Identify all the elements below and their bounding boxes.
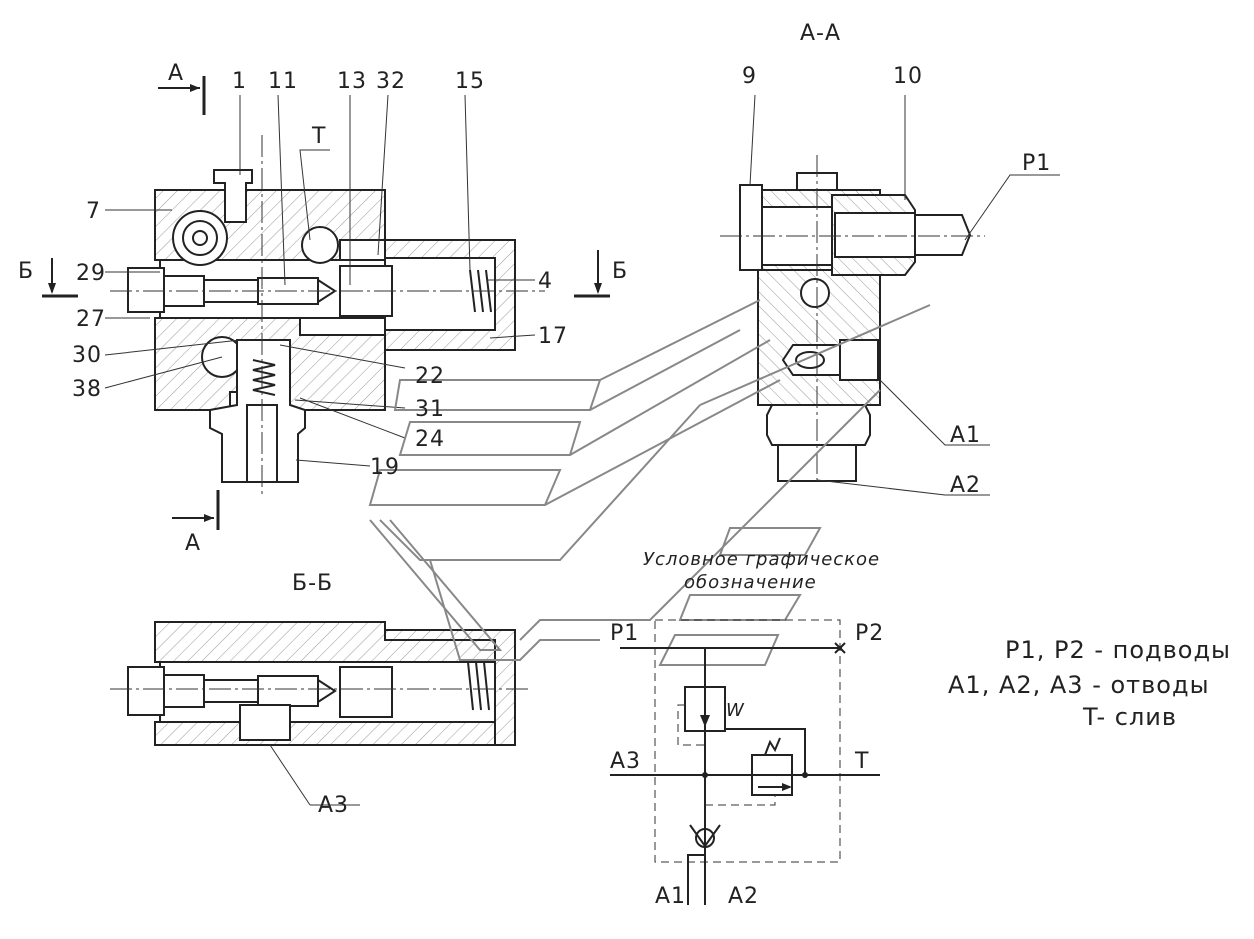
schematic-p2: P2 bbox=[855, 621, 884, 646]
schematic-a3: A3 bbox=[610, 749, 641, 774]
schematic-a2: A2 bbox=[728, 884, 759, 909]
label-t: T bbox=[311, 124, 326, 149]
label-22: 22 bbox=[415, 364, 445, 389]
label-30: 30 bbox=[72, 343, 102, 368]
schematic-caption-2: обозначение bbox=[684, 572, 817, 593]
label-32: 32 bbox=[376, 69, 406, 94]
legend-line-2: A1, A2, A3 - отводы bbox=[948, 671, 1210, 699]
drain-port-t bbox=[301, 226, 339, 264]
cut-b-right: Б bbox=[612, 259, 628, 284]
legend-line-3: T- слив bbox=[1082, 703, 1177, 731]
label-13: 13 bbox=[337, 69, 367, 94]
cut-b-left: Б bbox=[18, 259, 34, 284]
label-31: 31 bbox=[415, 397, 445, 422]
section-title-a-a: А-А bbox=[800, 21, 841, 46]
schematic-caption-1: Условное графическое bbox=[643, 549, 880, 570]
label-19: 19 bbox=[370, 455, 400, 480]
label-11: 11 bbox=[268, 69, 298, 94]
label-38: 38 bbox=[72, 377, 102, 402]
schematic-a1: A1 bbox=[655, 884, 686, 909]
label-27: 27 bbox=[76, 307, 106, 332]
label-10: 10 bbox=[893, 64, 923, 89]
label-port-p1: P1 bbox=[1022, 151, 1051, 176]
label-24: 24 bbox=[415, 427, 445, 452]
label-15: 15 bbox=[455, 69, 485, 94]
schematic-t: T bbox=[854, 749, 869, 774]
cut-a-top: А bbox=[168, 61, 184, 86]
section-title-b-b: Б-Б bbox=[292, 571, 333, 596]
label-9: 9 bbox=[742, 64, 757, 89]
schematic-p1: P1 bbox=[610, 621, 639, 646]
label-port-a2: A2 bbox=[950, 473, 981, 498]
label-port-a1: A1 bbox=[950, 423, 981, 448]
section-a-a bbox=[720, 94, 1060, 496]
label-7: 7 bbox=[86, 199, 101, 224]
label-1: 1 bbox=[232, 69, 247, 94]
label-4: 4 bbox=[538, 269, 553, 294]
label-port-a3: A3 bbox=[318, 793, 349, 818]
legend-line-1: P1, P2 - подводы bbox=[1005, 636, 1231, 664]
hydraulic-schematic bbox=[610, 619, 880, 905]
pipe-lines bbox=[368, 299, 931, 666]
main-view-leaders bbox=[104, 94, 536, 467]
label-29: 29 bbox=[76, 261, 106, 286]
labels: А-А Б-Б А А Б Б 1 11 13 32 15 T 7 29 27 … bbox=[18, 21, 1231, 909]
label-17: 17 bbox=[538, 324, 568, 349]
fitting-1 bbox=[213, 169, 253, 223]
plug-29 bbox=[127, 267, 165, 313]
main-view bbox=[42, 76, 610, 530]
section-b-b bbox=[110, 621, 530, 806]
schematic-w: W bbox=[726, 700, 745, 721]
cut-a-bottom: А bbox=[185, 531, 201, 556]
